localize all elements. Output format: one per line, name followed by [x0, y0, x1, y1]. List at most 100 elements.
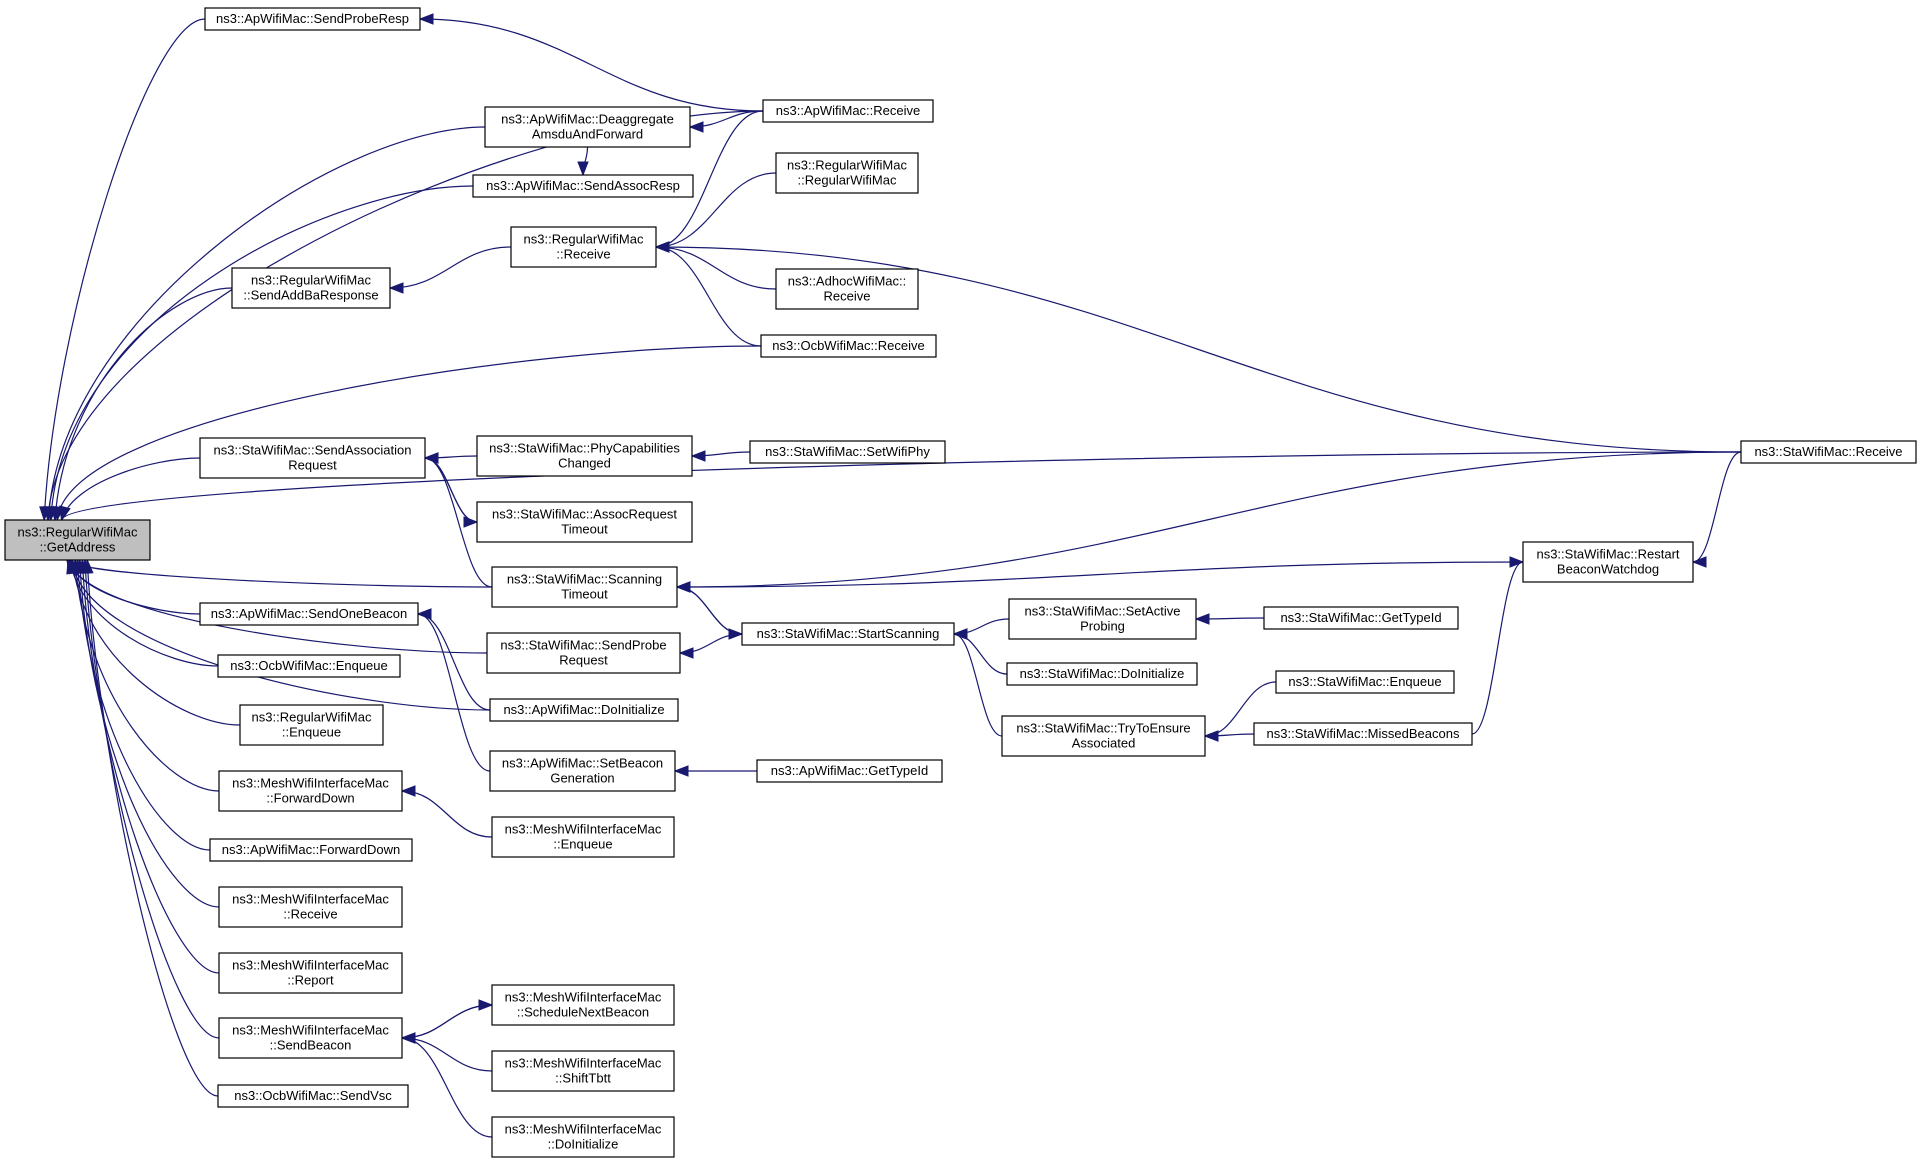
node-n40[interactable]: ns3::StaWifiMac::Receive	[1740, 440, 1917, 464]
node-n22[interactable]: ns3::MeshWifiInterfaceMac::Enqueue	[491, 816, 675, 858]
node-box[interactable]	[476, 435, 693, 477]
node-n11[interactable]: ns3::MeshWifiInterfaceMac::Receive	[218, 886, 403, 928]
node-label: ns3::StaWifiMac::SetActive	[1024, 604, 1180, 619]
node-box[interactable]	[486, 632, 681, 674]
node-box[interactable]	[489, 698, 679, 722]
node-n7[interactable]: ns3::OcbWifiMac::Enqueue	[217, 654, 401, 678]
node-n20[interactable]: ns3::ApWifiMac::DoInitialize	[489, 698, 679, 722]
node-n12[interactable]: ns3::MeshWifiInterfaceMac::Report	[218, 952, 403, 994]
node-box[interactable]	[218, 886, 403, 928]
node-box[interactable]	[199, 602, 419, 626]
node-box[interactable]	[1275, 670, 1455, 694]
node-label: ::RegularWifiMac	[798, 173, 897, 188]
edge-n39-to-n36	[1471, 561, 1524, 735]
node-box[interactable]	[218, 770, 403, 812]
node-box[interactable]	[476, 501, 693, 543]
node-label: ns3::MeshWifiInterfaceMac	[232, 1023, 389, 1038]
node-box[interactable]	[218, 1017, 403, 1059]
node-box[interactable]	[4, 519, 151, 561]
node-box[interactable]	[491, 1050, 675, 1092]
node-label: ns3::ApWifiMac::DoInitialize	[503, 702, 664, 717]
node-box[interactable]	[1008, 598, 1197, 640]
node-box[interactable]	[760, 334, 937, 358]
node-n23[interactable]: ns3::MeshWifiInterfaceMac::ScheduleNextB…	[491, 984, 675, 1026]
node-box[interactable]	[1740, 440, 1917, 464]
node-label: ::Receive	[283, 907, 337, 922]
node-n29[interactable]: ns3::OcbWifiMac::Receive	[760, 334, 937, 358]
node-n27[interactable]: ns3::RegularWifiMac::RegularWifiMac	[775, 152, 919, 194]
node-n9[interactable]: ns3::MeshWifiInterfaceMac::ForwardDown	[218, 770, 403, 812]
node-n13[interactable]: ns3::MeshWifiInterfaceMac::SendBeacon	[218, 1017, 403, 1059]
node-box[interactable]	[204, 7, 421, 31]
node-n2[interactable]: ns3::ApWifiMac::DeaggregateAmsduAndForwa…	[484, 106, 691, 148]
node-box[interactable]	[217, 1084, 409, 1108]
node-n26[interactable]: ns3::ApWifiMac::Receive	[762, 99, 934, 123]
node-n3[interactable]: ns3::ApWifiMac::SendAssocResp	[472, 174, 694, 198]
node-n15[interactable]: ns3::RegularWifiMac::Receive	[510, 226, 657, 268]
node-label: Request	[559, 653, 608, 668]
node-n14[interactable]: ns3::OcbWifiMac::SendVsc	[217, 1084, 409, 1108]
node-n1[interactable]: ns3::ApWifiMac::SendProbeResp	[204, 7, 421, 31]
node-n34[interactable]: ns3::StaWifiMac::DoInitialize	[1006, 662, 1198, 686]
node-box[interactable]	[749, 440, 946, 464]
node-n25[interactable]: ns3::MeshWifiInterfaceMac::DoInitialize	[491, 1116, 675, 1158]
node-box[interactable]	[239, 704, 384, 746]
node-box[interactable]	[491, 984, 675, 1026]
node-box[interactable]	[1263, 606, 1459, 630]
node-box[interactable]	[491, 566, 678, 608]
node-n24[interactable]: ns3::MeshWifiInterfaceMac::ShiftTbtt	[491, 1050, 675, 1092]
node-n4[interactable]: ns3::RegularWifiMac::SendAddBaResponse	[231, 267, 391, 309]
node-label: ns3::StaWifiMac::Enqueue	[1288, 674, 1441, 689]
node-box[interactable]	[756, 759, 943, 783]
node-box[interactable]	[741, 622, 955, 646]
node-label: ns3::StaWifiMac::GetTypeId	[1280, 610, 1441, 625]
node-n31[interactable]: ns3::StaWifiMac::StartScanning	[741, 622, 955, 646]
node-box[interactable]	[1253, 722, 1473, 746]
node-box[interactable]	[209, 838, 413, 862]
node-box[interactable]	[472, 174, 694, 198]
node-n28[interactable]: ns3::AdhocWifiMac::Receive	[775, 268, 919, 310]
node-box[interactable]	[762, 99, 934, 123]
node-label: ns3::StaWifiMac::StartScanning	[757, 626, 940, 641]
edge-n13-to-n0	[84, 559, 220, 1039]
node-n0[interactable]: ns3::RegularWifiMac::GetAddress	[4, 519, 151, 561]
node-box[interactable]	[199, 437, 426, 479]
node-box[interactable]	[775, 152, 919, 194]
node-box[interactable]	[231, 267, 391, 309]
edge-arrowhead-n26-to-n2	[688, 121, 704, 133]
edge-n40-to-n15	[655, 246, 1742, 453]
node-box[interactable]	[491, 1116, 675, 1158]
node-n10[interactable]: ns3::ApWifiMac::ForwardDown	[209, 838, 413, 862]
node-box[interactable]	[1006, 662, 1198, 686]
node-box[interactable]	[217, 654, 401, 678]
node-label: ::SendBeacon	[270, 1038, 352, 1053]
node-n37[interactable]: ns3::StaWifiMac::GetTypeId	[1263, 606, 1459, 630]
node-n6[interactable]: ns3::ApWifiMac::SendOneBeacon	[199, 602, 419, 626]
node-box[interactable]	[491, 816, 675, 858]
node-box[interactable]	[218, 952, 403, 994]
node-n32[interactable]: ns3::ApWifiMac::GetTypeId	[756, 759, 943, 783]
edge-arrowhead-n40-to-n15	[654, 241, 670, 253]
node-box[interactable]	[1522, 541, 1694, 583]
node-label: Changed	[558, 456, 611, 471]
node-box[interactable]	[775, 268, 919, 310]
node-box[interactable]	[1001, 715, 1206, 757]
node-label: Request	[288, 458, 337, 473]
node-box[interactable]	[484, 106, 691, 148]
node-n38[interactable]: ns3::StaWifiMac::Enqueue	[1275, 670, 1455, 694]
node-n30[interactable]: ns3::StaWifiMac::SetWifiPhy	[749, 440, 946, 464]
node-n39[interactable]: ns3::StaWifiMac::MissedBeacons	[1253, 722, 1473, 746]
node-box[interactable]	[510, 226, 657, 268]
edge-n4-to-n0	[54, 287, 233, 521]
node-n8[interactable]: ns3::RegularWifiMac::Enqueue	[239, 704, 384, 746]
node-box[interactable]	[489, 750, 676, 792]
